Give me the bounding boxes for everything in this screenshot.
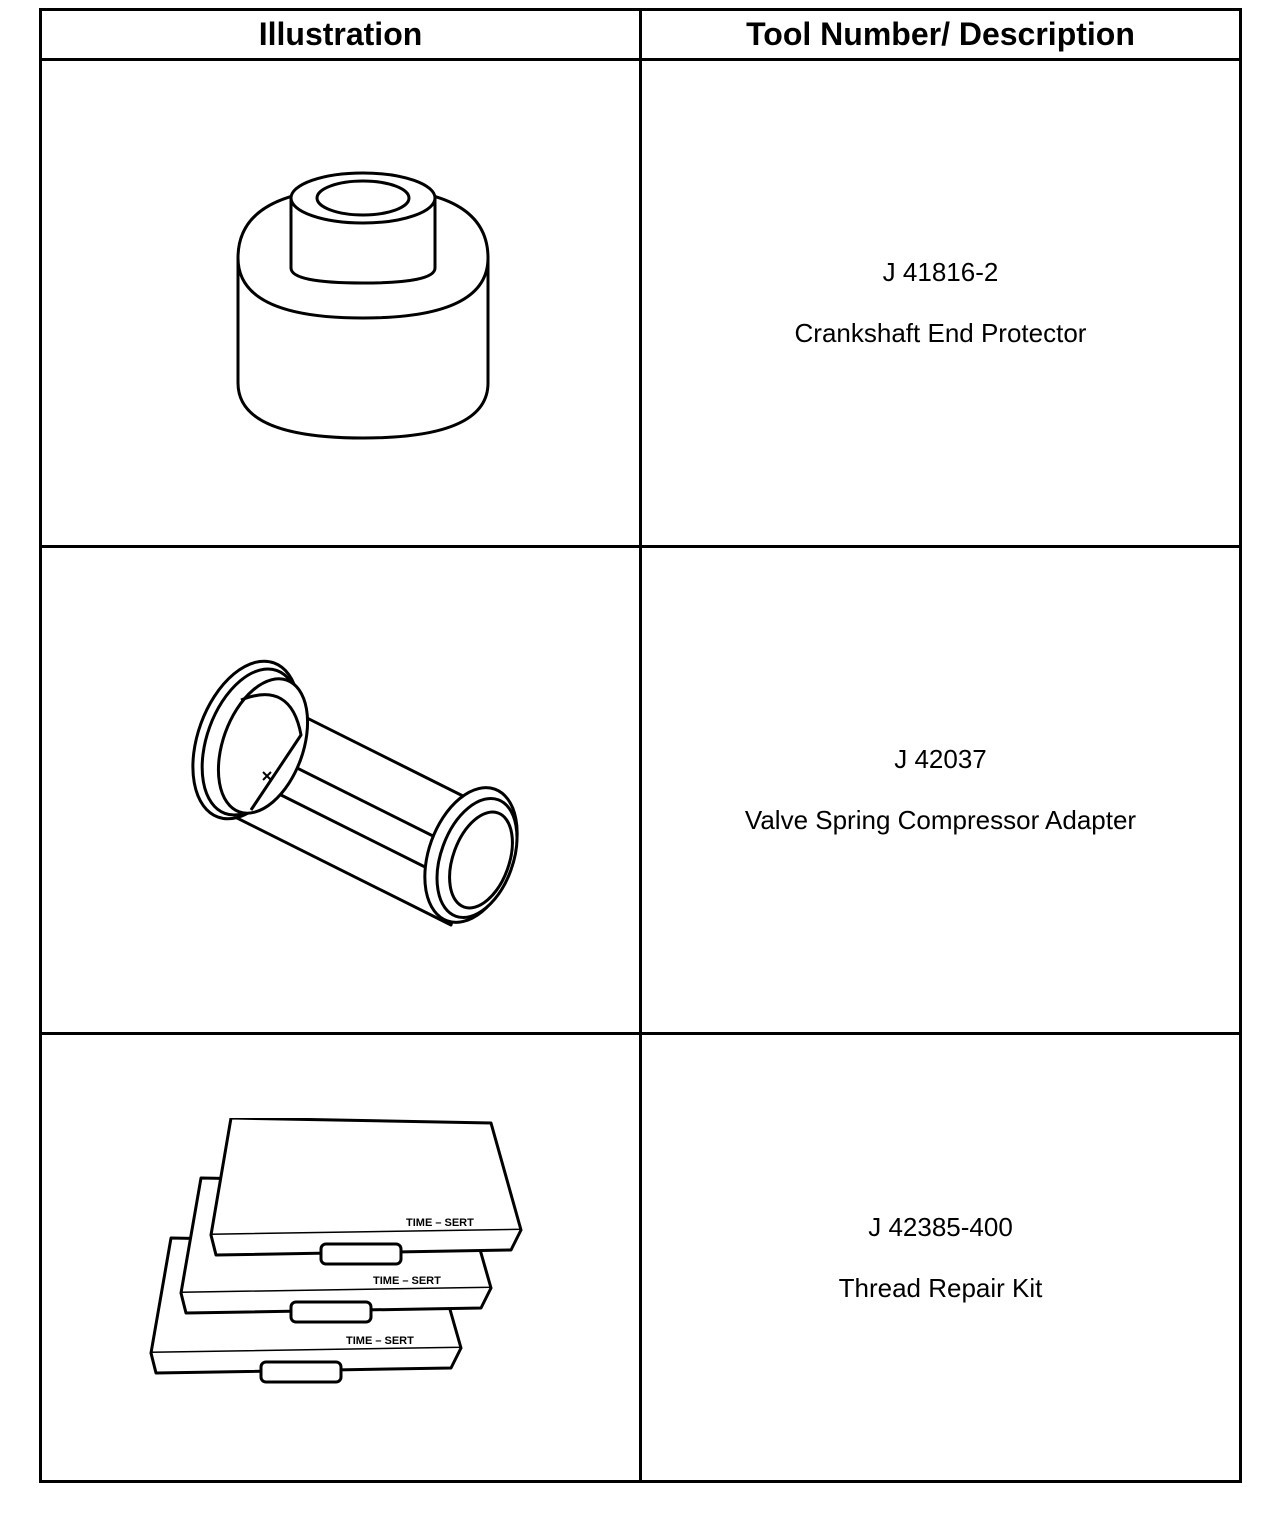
- table-row: J 41816-2 Crankshaft End Protector: [39, 58, 1242, 548]
- illustration-cell: [39, 58, 642, 548]
- table-row: J 42037 Valve Spring Compressor Adapter: [39, 545, 1242, 1035]
- kit-label: TIME – SERT: [406, 1217, 474, 1229]
- header-tool-description: Tool Number/ Description: [639, 8, 1242, 61]
- kit-label: TIME – SERT: [373, 1275, 441, 1287]
- end-protector-illustration: [236, 171, 489, 440]
- description-cell: J 41816-2 Crankshaft End Protector: [639, 58, 1242, 548]
- tool-description: Valve Spring Compressor Adapter: [744, 805, 1137, 835]
- tool-number: J 42037: [894, 744, 987, 774]
- tool-description: Thread Repair Kit: [838, 1272, 1043, 1303]
- header-illustration: Illustration: [39, 8, 642, 61]
- illustration-cell: [39, 545, 642, 1035]
- tool-table: Illustration Tool Number/ Description: [39, 8, 1242, 1483]
- illustration-cell: TIME – SERT TIME – SERT TIME – SERT: [39, 1032, 642, 1483]
- table-row: TIME – SERT TIME – SERT TIME – SERT J 42…: [39, 1032, 1242, 1483]
- compressor-adapter-illustration: [190, 659, 519, 927]
- thread-repair-kit-illustration: TIME – SERT TIME – SERT TIME – SERT: [149, 1117, 522, 1383]
- description-cell: J 42385-400 Thread Repair Kit: [639, 1032, 1242, 1483]
- tool-number: J 41816-2: [882, 257, 999, 287]
- tool-description: Crankshaft End Protector: [794, 318, 1087, 348]
- description-cell: J 42037 Valve Spring Compressor Adapter: [639, 545, 1242, 1035]
- tool-number: J 42385-400: [868, 1211, 1013, 1242]
- kit-label: TIME – SERT: [346, 1335, 414, 1347]
- header-row: Illustration Tool Number/ Description: [39, 8, 1242, 61]
